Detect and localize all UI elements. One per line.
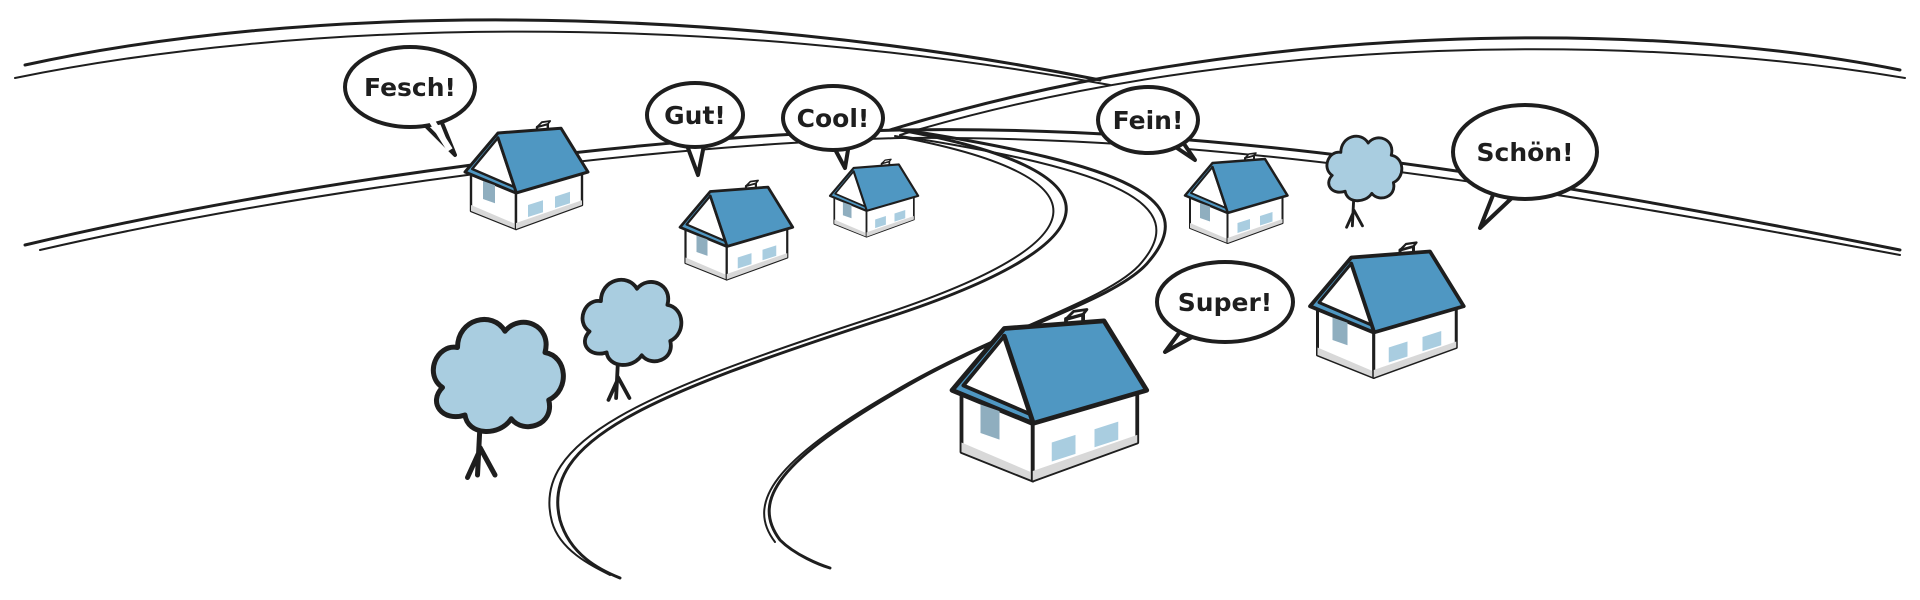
hill-lines [14, 18, 1906, 256]
house-icon [463, 119, 590, 231]
speech-bubble-gut: Gut! [645, 81, 745, 177]
house-icon [828, 158, 920, 238]
speech-bubble-text: Schön! [1477, 138, 1574, 167]
tree-icon [580, 277, 684, 402]
speech-bubble-text: Gut! [664, 101, 726, 130]
speech-bubble-text: Fesch! [364, 73, 456, 102]
tree-icon [1325, 134, 1404, 229]
speech-bubble-super: Super! [1155, 260, 1295, 354]
speech-bubble-text: Super! [1178, 288, 1272, 317]
house-icon [952, 310, 1147, 481]
speech-bubble-schoen: Schön! [1451, 103, 1599, 230]
speech-bubble-text: Cool! [797, 104, 870, 133]
speech-bubble-cool: Cool! [781, 84, 885, 170]
house-icon [678, 179, 795, 281]
speech-bubble-fein: Fein! [1096, 85, 1200, 162]
speech-bubble-fesch: Fesch! [343, 45, 477, 157]
house-icon [1308, 240, 1466, 380]
speech-bubble-text: Fein! [1113, 106, 1184, 135]
house-icon [1183, 151, 1289, 245]
tree-icon [433, 319, 563, 477]
